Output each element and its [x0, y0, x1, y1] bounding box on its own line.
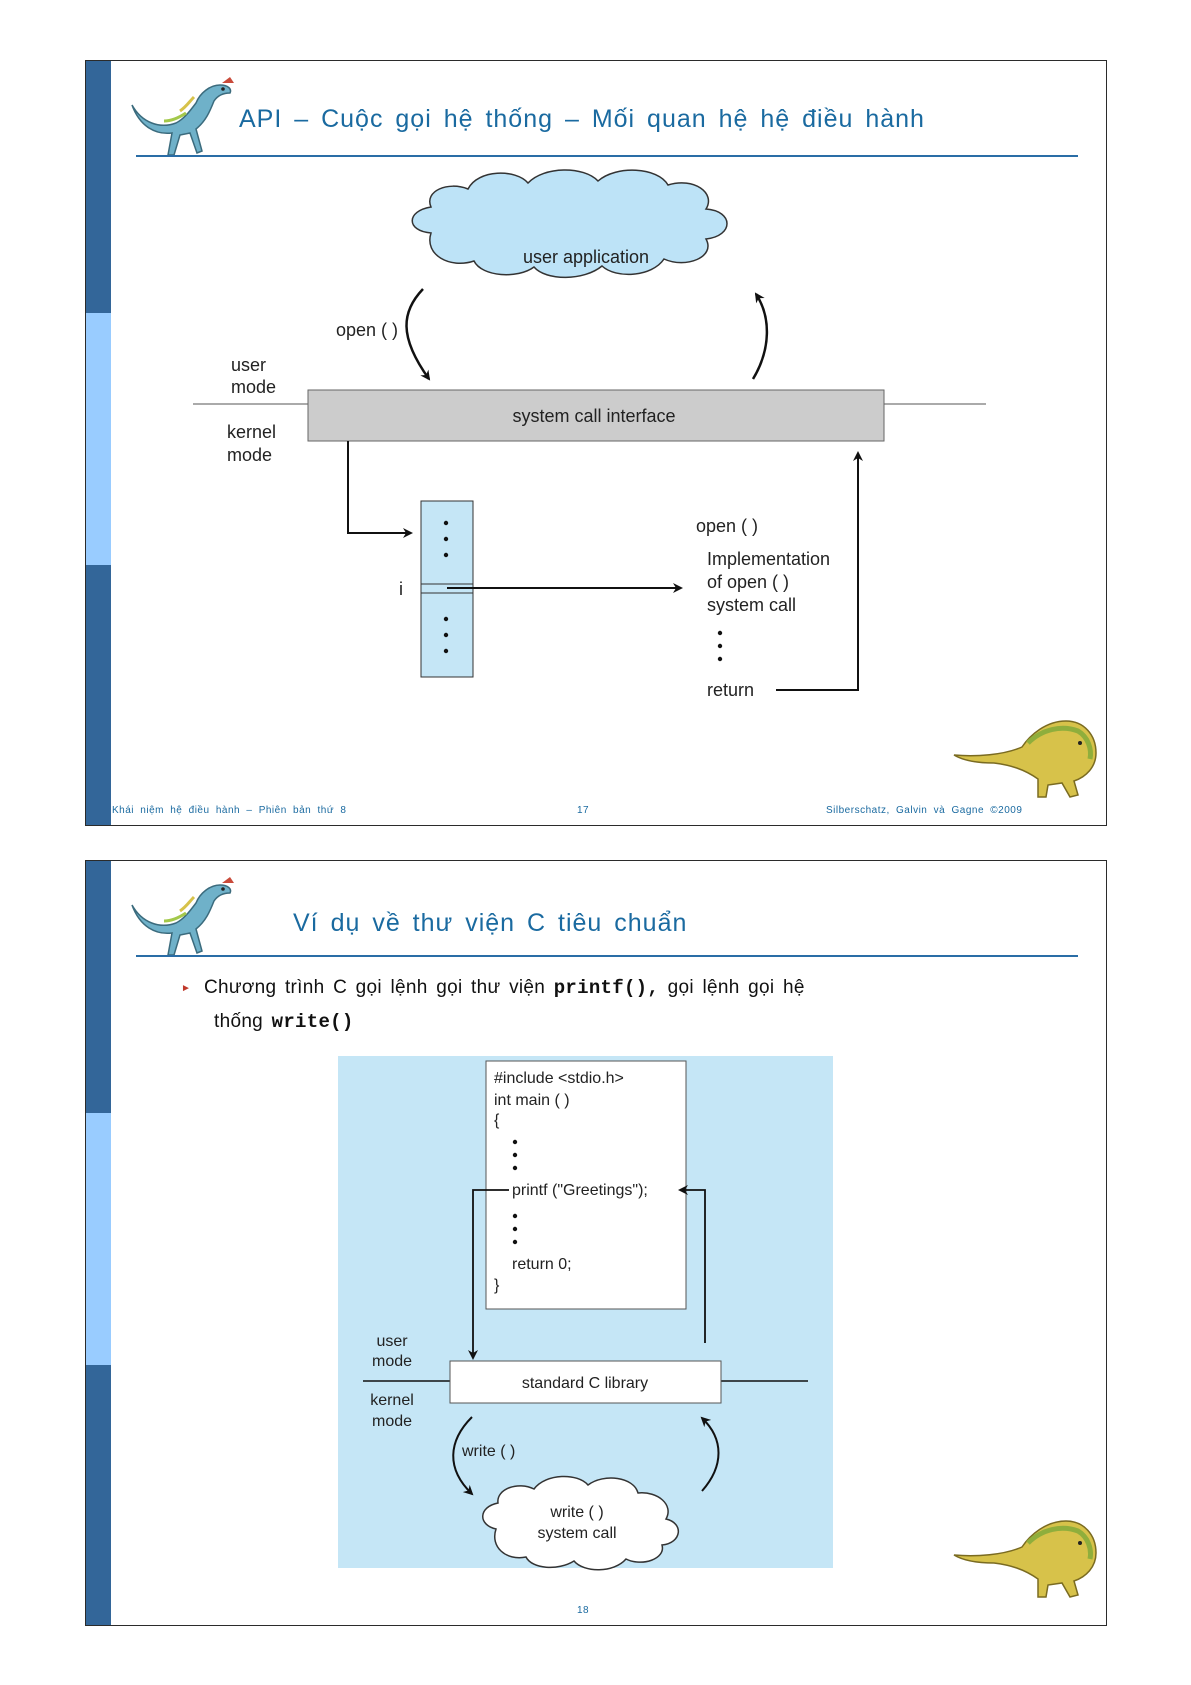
dinosaur-mascot-icon — [953, 1520, 1097, 1598]
standard-c-library-box — [449, 1360, 722, 1404]
dispatch-arrow — [347, 441, 413, 538]
library-label: standard C library — [522, 1375, 648, 1392]
footer-copyright: Silberschatz, Galvin và Gagne ©2009 — [826, 805, 1023, 816]
footer-page-number: 18 — [577, 1605, 590, 1616]
open-call-arrow — [405, 288, 431, 381]
slide-17: API – Cuộc gọi hệ thống – Mối quan hệ hệ… — [85, 60, 1107, 826]
title-divider — [136, 155, 1078, 157]
slide-sidebar — [86, 61, 111, 825]
bullet-arrow-icon: ► — [181, 983, 191, 994]
open-call-label: open ( ) — [336, 320, 398, 340]
c-program-header: #include <stdio.h>int main ( ){ — [494, 1070, 624, 1129]
slide-18: Ví dụ về thư viện C tiêu chuẩn ► Chương … — [85, 860, 1107, 1626]
dinosaur-logo-icon — [131, 877, 234, 956]
table-index-label: i — [399, 579, 403, 599]
return-arrow — [776, 451, 863, 691]
system-call-interface-box — [307, 389, 885, 442]
slide-title: Ví dụ về thư viện C tiêu chuẩn — [293, 909, 688, 937]
bullet-text: Chương trình C gọi lệnh gọi thư viện pri… — [204, 977, 805, 1033]
user-application-cloud — [411, 169, 728, 279]
write-call-label: write ( ) — [461, 1443, 515, 1460]
library-return-arrow — [678, 1185, 706, 1343]
cloud-label: write ( )system call — [537, 1504, 616, 1542]
write-system-call-cloud — [482, 1475, 679, 1571]
printf-statement: printf ("Greetings"); — [512, 1182, 648, 1199]
write-call-arrow — [452, 1416, 474, 1496]
impl-open-header: open ( ) — [696, 516, 758, 536]
slide-title: API – Cuộc gọi hệ thống – Mối quan hệ hệ… — [239, 105, 925, 133]
dinosaur-mascot-icon — [953, 720, 1097, 798]
return-statement: return 0; — [512, 1256, 572, 1273]
slide-sidebar — [86, 861, 111, 1625]
printf-call-arrow — [468, 1189, 509, 1360]
title-divider — [136, 955, 1078, 957]
cloud-label: user application — [523, 247, 649, 267]
footer-course: Khái niệm hệ điều hành – Phiên bản thứ 8 — [112, 805, 347, 816]
footer-page-number: 17 — [577, 805, 590, 816]
c-program-box — [485, 1060, 687, 1310]
impl-return-label: return — [707, 680, 754, 700]
interface-label: system call interface — [512, 406, 675, 426]
write-return-arrow — [700, 1416, 720, 1492]
c-library-diagram: #include <stdio.h>int main ( ){ printf (… — [338, 1056, 833, 1571]
dinosaur-logo-icon — [131, 77, 234, 156]
return-to-app-arrow — [751, 292, 769, 380]
closing-brace: } — [494, 1277, 500, 1294]
